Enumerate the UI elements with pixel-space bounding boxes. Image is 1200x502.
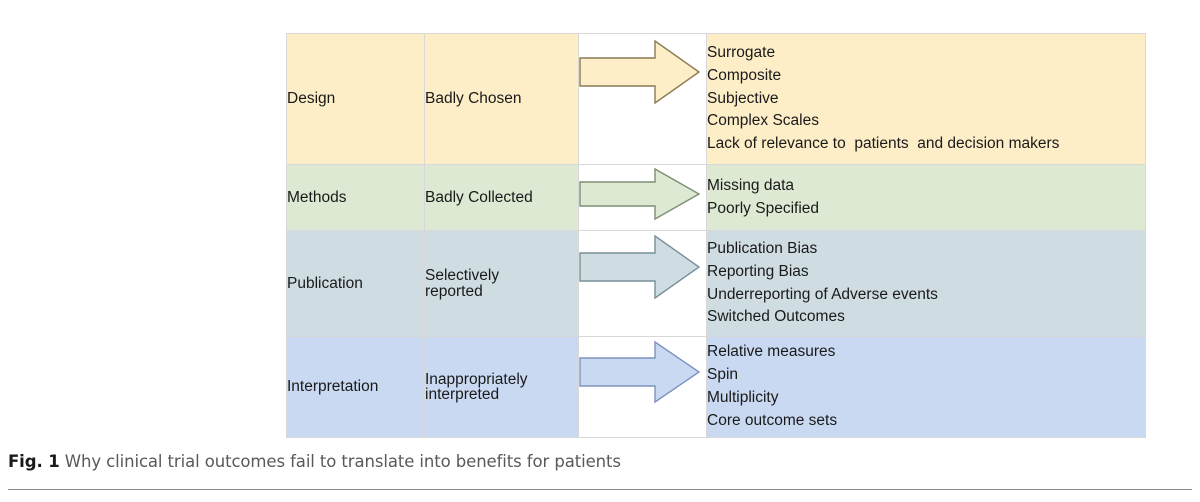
stage-cell-interpretation: Interpretation [286, 336, 425, 438]
problem-cell-interpretation: Inappropriately interpreted [424, 336, 579, 438]
items-list-methods: Missing data Poorly Specified [707, 175, 1145, 221]
items-cell-design: Surrogate Composite Subjective Complex S… [706, 33, 1146, 165]
stage-label: Design [287, 90, 336, 108]
list-item: Composite [707, 66, 782, 84]
list-item: Subjective [707, 89, 779, 107]
items-list-design: Surrogate Composite Subjective Complex S… [707, 42, 1145, 156]
list-item: Lack of relevance to patients and decisi… [707, 135, 1060, 153]
list-item: Core outcome sets [707, 411, 838, 429]
list-item: Complex Scales [707, 112, 819, 130]
list-item: Reporting Bias [707, 262, 809, 280]
stage-label: Methods [287, 188, 347, 206]
problem-cell-methods: Badly Collected [424, 164, 579, 231]
figure-caption-text: Why clinical trial outcomes fail to tran… [59, 452, 621, 471]
arrow-cell-design [578, 33, 707, 165]
figure-caption-label: Fig. 1 [8, 452, 60, 471]
diagram-row-design: Design Badly Chosen Surrogate Composi [286, 33, 1146, 165]
list-item: Relative measures [707, 343, 836, 361]
list-item: Multiplicity [707, 389, 779, 406]
list-item: Underreporting of Adverse events [707, 285, 938, 303]
right-arrow-icon [579, 165, 701, 230]
arrow-cell-interpretation [578, 336, 707, 438]
right-arrow-icon [579, 34, 701, 164]
stage-cell-publication: Publication [286, 230, 425, 337]
problem-label: Inappropriately interpreted [425, 370, 528, 403]
diagram-row-methods: Methods Badly Collected Missing data P [286, 164, 1146, 231]
arrow-cell-publication [578, 230, 707, 337]
list-item: Switched Outcomes [707, 308, 845, 326]
problem-label: Badly Chosen [425, 90, 522, 108]
stage-label: Interpretation [287, 378, 379, 396]
problem-cell-publication: Selectively reported [424, 230, 579, 337]
problem-label: Badly Collected [425, 188, 533, 206]
list-item: Spin [707, 366, 739, 384]
items-cell-publication: Publication Bias Reporting Bias Underrep… [706, 230, 1146, 337]
items-list-publication: Publication Bias Reporting Bias Underrep… [707, 238, 1145, 329]
items-cell-methods: Missing data Poorly Specified [706, 164, 1146, 231]
top-rule [8, 9, 1192, 10]
list-item: Surrogate [707, 44, 776, 62]
diagram-row-interpretation: Interpretation Inappropriately interpret… [286, 336, 1146, 438]
diagram-row-publication: Publication Selectively reported Publica… [286, 230, 1146, 337]
stage-cell-methods: Methods [286, 164, 425, 231]
items-list-interpretation: Relative measures Spin Multiplicity Core… [707, 341, 1145, 432]
outcomes-failure-diagram: Design Badly Chosen Surrogate Composi [286, 33, 1146, 438]
stage-label: Publication [287, 274, 363, 292]
problem-label: Selectively reported [425, 267, 500, 300]
right-arrow-icon [579, 231, 701, 336]
right-arrow-icon [579, 337, 701, 437]
bottom-rule [8, 489, 1192, 490]
list-item: Poorly Specified [707, 199, 820, 217]
list-item: Missing data [707, 176, 795, 194]
problem-cell-design: Badly Chosen [424, 33, 579, 165]
arrow-cell-methods [578, 164, 707, 231]
list-item: Publication Bias [707, 239, 818, 257]
figure-caption: Fig. 1 Why clinical trial outcomes fail … [8, 452, 1188, 471]
stage-cell-design: Design [286, 33, 425, 165]
items-cell-interpretation: Relative measures Spin Multiplicity Core… [706, 336, 1146, 438]
